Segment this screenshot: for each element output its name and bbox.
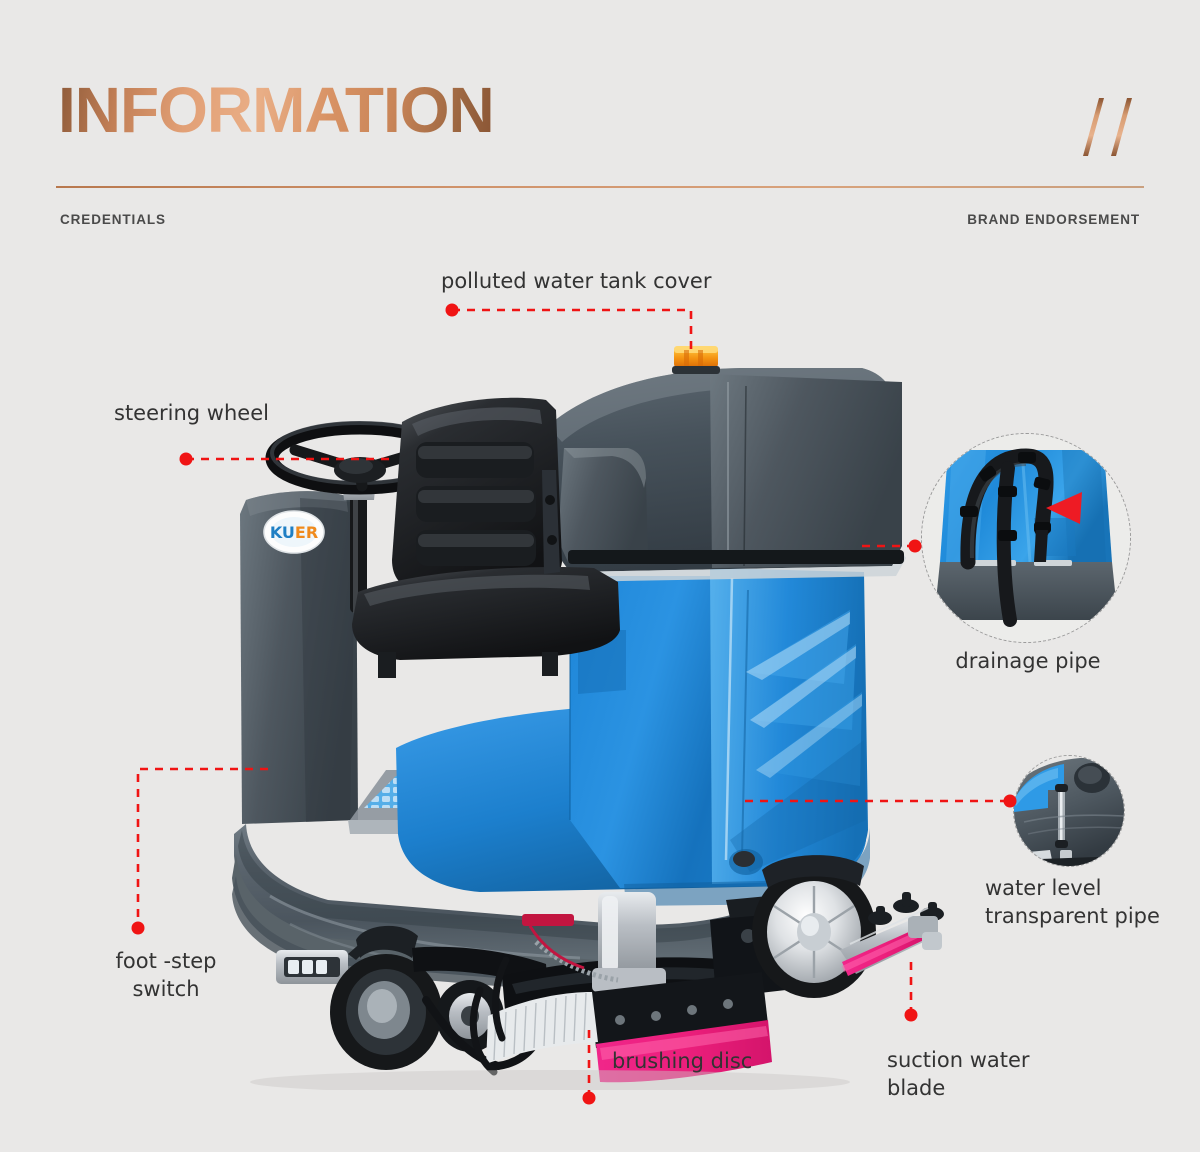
front-caster-wheel [330, 925, 442, 1070]
callout-foot-step-switch: foot -step switch [115, 949, 217, 1001]
callout-brushing-disc: brushing disc [612, 1049, 753, 1073]
leader-dot-foot-step-switch [131, 921, 145, 935]
callout-polluted-water-tank-cover: polluted water tank cover [441, 269, 712, 293]
double-slash-icon [1075, 96, 1145, 158]
beacon-light [672, 346, 720, 374]
floor-scrubber-product-image: KUER [150, 300, 950, 1094]
leader-dot-brushing-disc [582, 1091, 596, 1105]
water-level-inset [1013, 755, 1125, 867]
machine-body [396, 568, 870, 906]
console-post: KUER [240, 491, 358, 824]
brush-deck [469, 892, 790, 1083]
suction-water-blade [840, 892, 944, 976]
page-title: INFORMATION [58, 74, 495, 146]
subtitle-brand-endorsement: BRAND ENDORSEMENT [967, 212, 1140, 227]
header-divider [56, 186, 1144, 188]
svg-text:KUER: KUER [270, 523, 318, 542]
callout-suction-water-blade: suction water blade [887, 1048, 1030, 1100]
work-light [276, 940, 372, 984]
rear-wheel [752, 855, 876, 998]
drainage-pipe-inset [921, 433, 1131, 643]
callout-steering-wheel: steering wheel [114, 401, 269, 425]
operator-seat [352, 397, 620, 678]
red-arrow-marker [1046, 492, 1082, 524]
callout-water-level-transparent-pipe: water level transparent pipe [985, 876, 1160, 928]
callout-drainage-pipe: drainage pipe [955, 649, 1101, 673]
polluted-water-tank-cover [548, 368, 906, 582]
subtitle-credentials: CREDENTIALS [60, 212, 166, 227]
